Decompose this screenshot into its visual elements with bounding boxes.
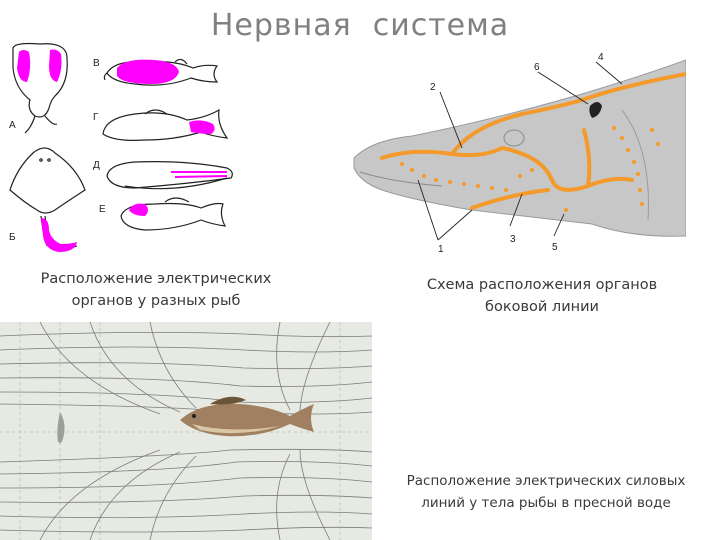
electric-organs-caption-line1: Расположение электрических xyxy=(40,271,272,287)
lateral-line-caption-line2: боковой линии xyxy=(485,299,599,315)
label-e: Е xyxy=(99,204,106,215)
label-2: 2 xyxy=(430,82,436,93)
small-object xyxy=(57,412,65,443)
gill-cover xyxy=(621,109,649,221)
label-g: Г xyxy=(93,112,99,123)
label-a: А xyxy=(9,120,16,131)
fish-a-torpedo xyxy=(12,42,68,134)
electric-organ-a-left xyxy=(17,50,31,82)
label-d: Д xyxy=(93,160,100,171)
lateral-line-canals xyxy=(380,72,686,210)
electric-organ-g xyxy=(189,120,215,134)
label-4: 4 xyxy=(598,52,604,63)
electric-organ-e xyxy=(129,203,148,216)
field-lines-caption: Расположение электрических силовых линий… xyxy=(372,470,720,514)
lateral-line-pores xyxy=(400,126,660,212)
mouth-line xyxy=(359,171,443,187)
lateral-line-caption: Схема расположения органов боковой линии xyxy=(386,274,698,318)
lateral-line-caption-line1: Схема расположения органов xyxy=(426,277,658,293)
field-lines-caption-line1: Расположение электрических силовых xyxy=(406,473,686,489)
fish-head-outline xyxy=(353,59,686,237)
label-5: 5 xyxy=(552,242,558,253)
electric-organ-v xyxy=(117,59,179,84)
field-lines-caption-line2: линий у тела рыбы в пресной воде xyxy=(421,495,671,511)
fish-g-elephantfish xyxy=(102,108,229,141)
pointer-lines xyxy=(417,61,623,241)
fish-e-stargazer xyxy=(120,197,227,231)
slide-title: Нервная система xyxy=(210,8,510,43)
electric-organ-b-tail xyxy=(41,218,77,252)
eye xyxy=(503,129,525,147)
field-lines xyxy=(0,322,372,540)
electric-organs-figure: А Б В Г Д Е xyxy=(9,42,233,252)
label-6: 6 xyxy=(534,62,540,73)
electric-organ-d xyxy=(171,171,228,178)
lateral-line-figure: 1 2 3 4 5 6 xyxy=(353,52,686,255)
label-b: Б xyxy=(9,232,16,243)
fish-d-knifefish xyxy=(106,161,233,190)
fish-photo xyxy=(180,396,314,437)
field-lines-figure xyxy=(0,322,372,540)
water-background xyxy=(0,322,372,540)
nostril xyxy=(589,102,602,118)
electric-organ-a-right xyxy=(49,49,62,82)
label-v: В xyxy=(93,58,100,69)
label-1: 1 xyxy=(438,244,444,255)
label-3: 3 xyxy=(510,234,516,245)
electric-organs-caption: Расположение электрических органов у раз… xyxy=(6,268,306,312)
electric-organs-caption-line2: органов у разных рыб xyxy=(71,293,241,309)
